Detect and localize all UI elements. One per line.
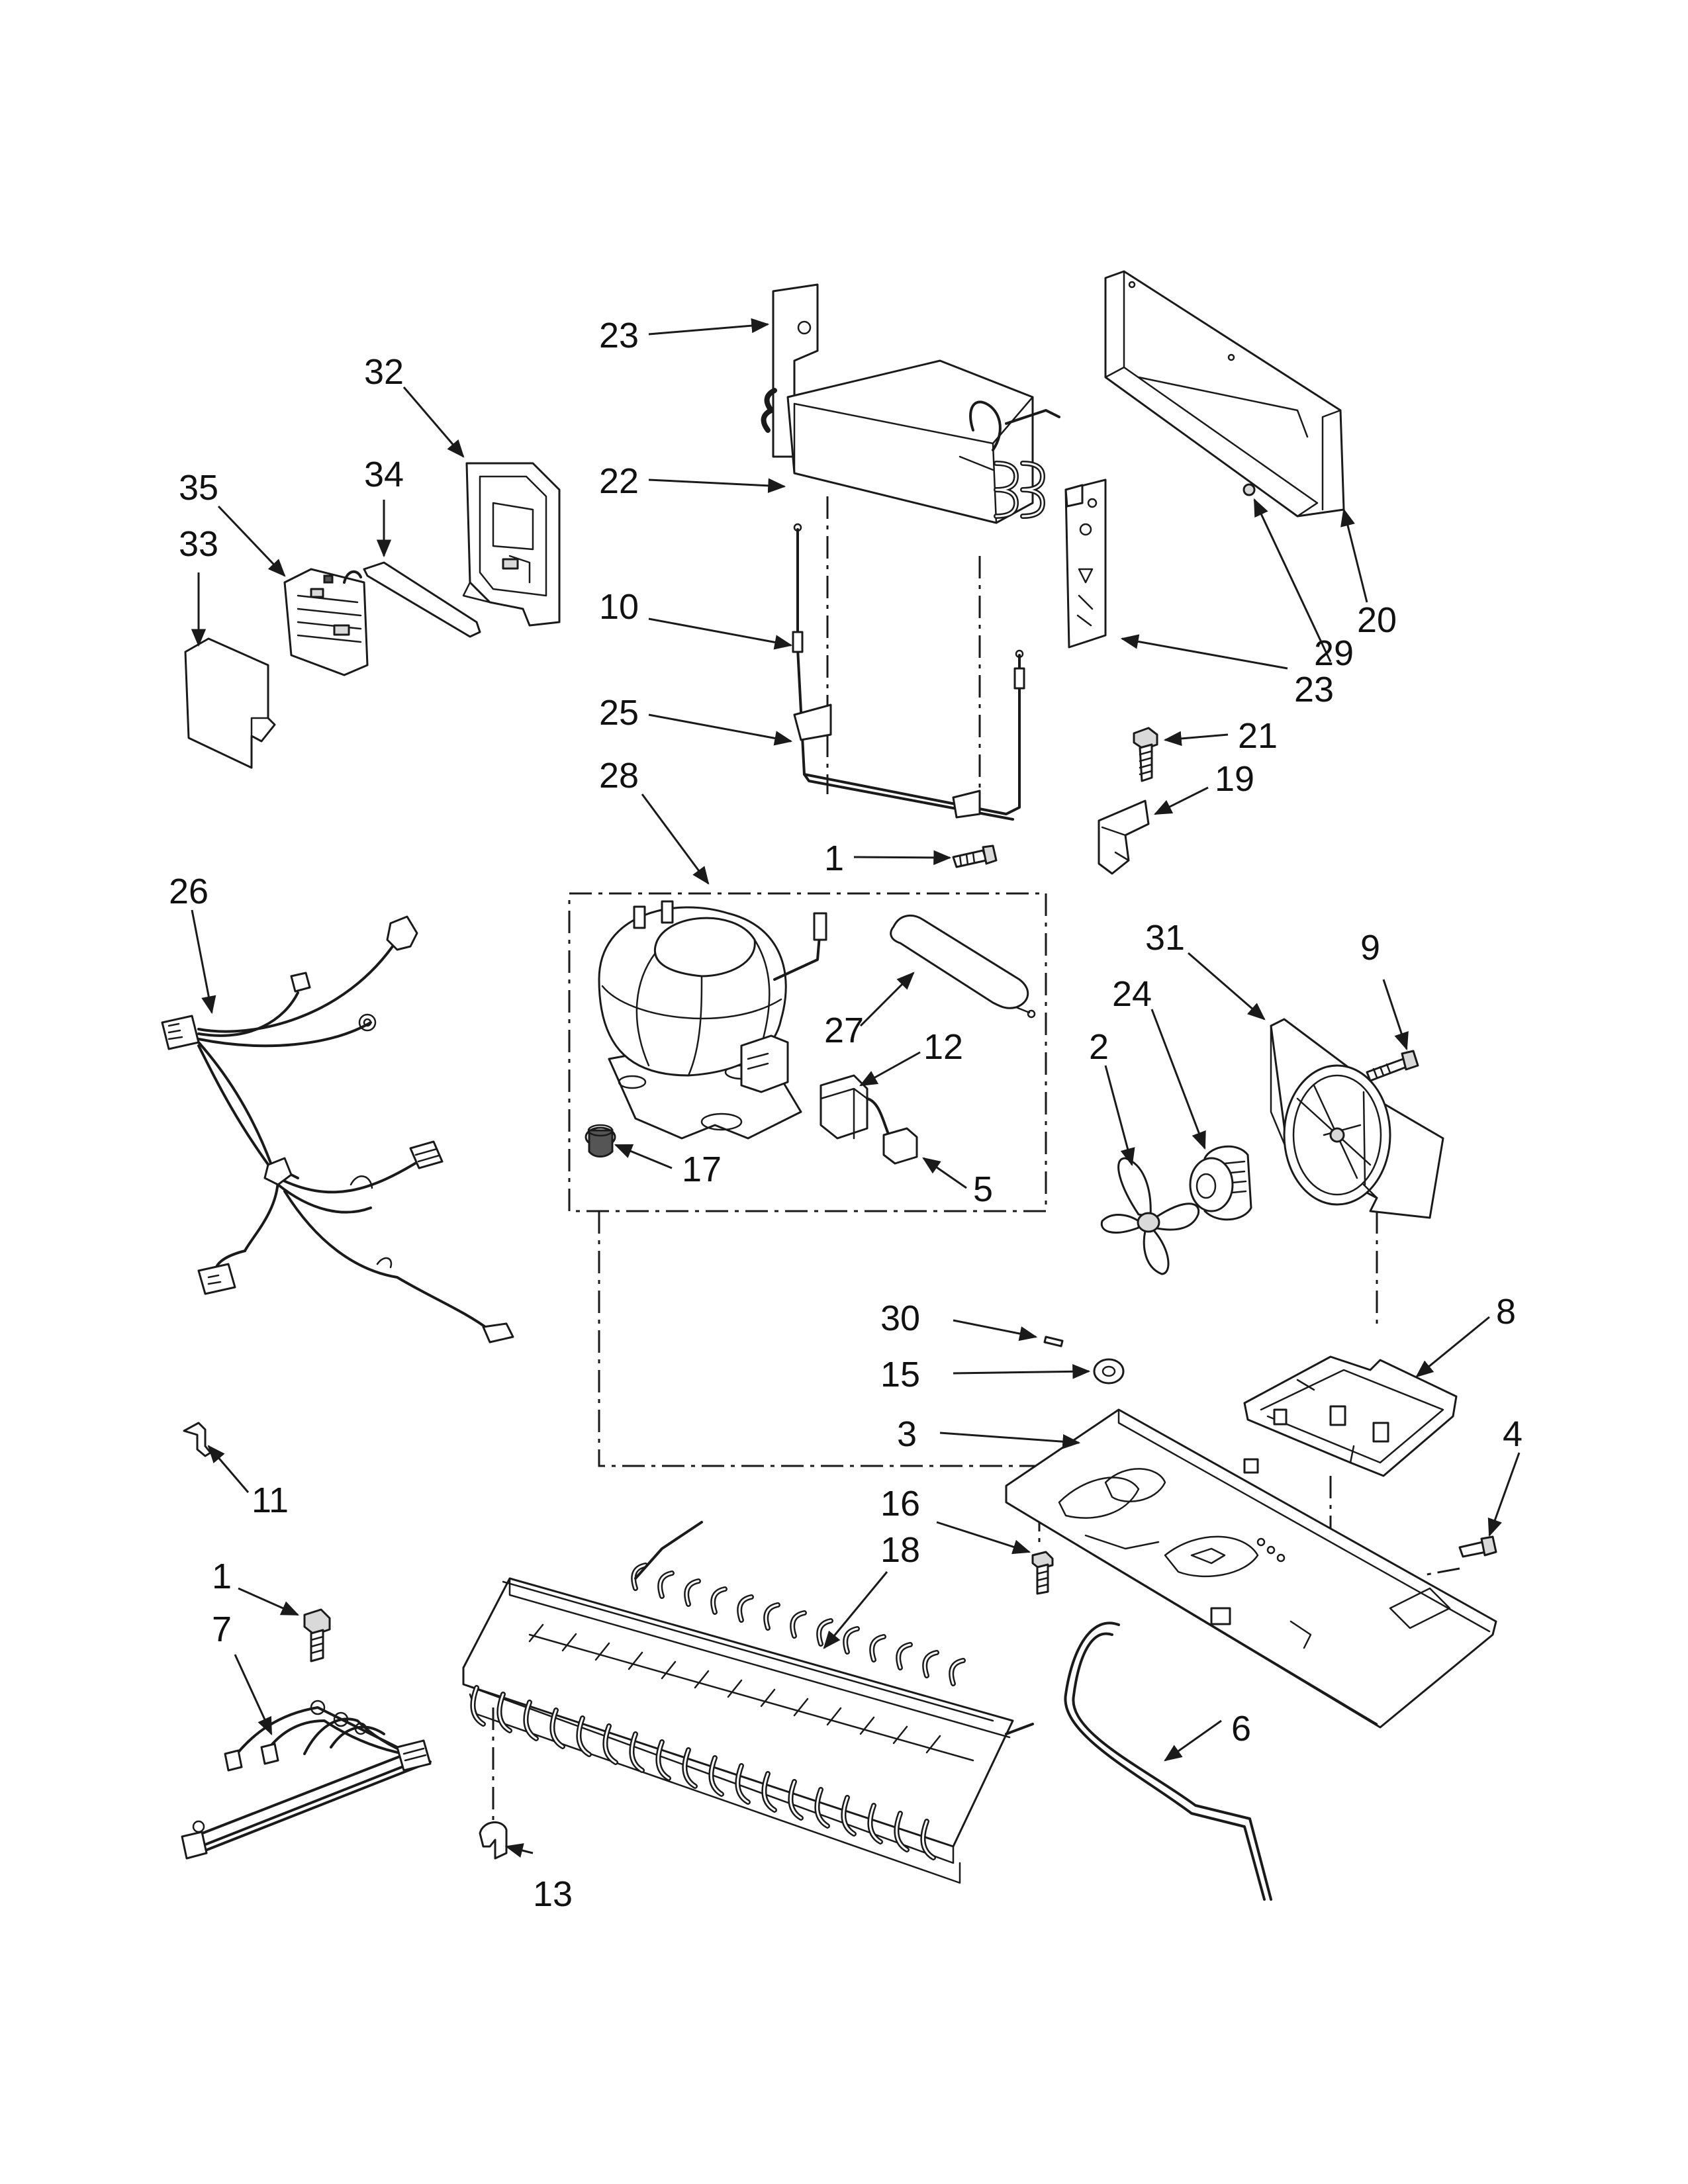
- callout-9: 9: [1360, 928, 1380, 968]
- callout-1-lower: 1: [212, 1557, 232, 1596]
- machine-compartment-base: [1005, 1408, 1497, 1729]
- condenser-coils: [470, 1563, 966, 1860]
- callout-28: 28: [599, 756, 639, 796]
- callout-23-lower: 23: [1294, 670, 1334, 709]
- callout-34: 34: [364, 455, 404, 494]
- callout-10: 10: [599, 587, 639, 627]
- callout-2: 2: [1089, 1027, 1109, 1067]
- callout-20: 20: [1357, 600, 1397, 640]
- clip-11: [183, 1422, 212, 1457]
- compressor-to-base-guide: [598, 1211, 1086, 1467]
- evaporator-cover: [1104, 270, 1345, 518]
- callout-29: 29: [1314, 633, 1354, 673]
- compressor-kit-boundary: [568, 892, 1047, 1212]
- callout-18: 18: [880, 1530, 920, 1570]
- main-wire-harness: [161, 915, 514, 1343]
- callout-15: 15: [880, 1355, 920, 1394]
- evaporator-bracket-left: [772, 283, 819, 458]
- compressor: [598, 900, 827, 1140]
- callout-35: 35: [179, 468, 218, 508]
- condenser: [462, 1521, 1034, 1884]
- callout-19: 19: [1215, 759, 1254, 799]
- callout-25: 25: [599, 693, 639, 733]
- defrost-heater: [792, 523, 1025, 821]
- callout-26: 26: [169, 872, 209, 911]
- fan-bracket: [1243, 1355, 1458, 1477]
- callout-1-upper: 1: [824, 839, 844, 878]
- screw-1-lower: [303, 1608, 331, 1662]
- base-screws: [1031, 1535, 1497, 1595]
- callout-23-upper: 23: [599, 316, 639, 355]
- screw-9: [1366, 1050, 1419, 1082]
- gasket-strip: [363, 561, 481, 638]
- fan-motor-and-blade: [1100, 1145, 1252, 1275]
- callout-16: 16: [880, 1484, 920, 1524]
- fan-shroud: [1270, 1018, 1444, 1219]
- callout-7: 7: [212, 1610, 232, 1649]
- evaporator-bracket-right: [1064, 478, 1107, 649]
- compressor-wire-harness: [181, 1700, 432, 1860]
- callout-13: 13: [533, 1874, 573, 1914]
- screw-and-clip: [1098, 727, 1158, 875]
- screw-1-upper: [952, 844, 998, 868]
- callout-17: 17: [682, 1150, 722, 1189]
- callout-8: 8: [1496, 1292, 1516, 1332]
- callout-11: 11: [252, 1480, 289, 1520]
- callout-labels: 23 22 10 25 28 32 34 35 33 26 20 29 23 2…: [169, 316, 1523, 1914]
- callout-21: 21: [1238, 716, 1278, 756]
- screw-4-guide: [1423, 1567, 1460, 1576]
- callout-27: 27: [824, 1011, 864, 1050]
- callout-32: 32: [364, 352, 404, 392]
- screw-29-shape: [1243, 483, 1256, 496]
- evaporator-assembly: [761, 283, 1060, 524]
- callout-30: 30: [880, 1298, 920, 1338]
- callout-3: 3: [897, 1414, 917, 1454]
- leader-arrows: [191, 318, 1521, 1858]
- callout-6: 6: [1231, 1709, 1251, 1749]
- callout-12: 12: [923, 1027, 963, 1067]
- clip-13: [479, 1821, 508, 1860]
- filter-drier: [890, 914, 1036, 1019]
- board-cover: [184, 637, 276, 769]
- overload-protector: [882, 1127, 918, 1165]
- drain-tube: [1064, 1621, 1272, 1901]
- callout-4: 4: [1503, 1414, 1523, 1454]
- control-electronics: [184, 462, 561, 769]
- start-relay: [585, 1074, 918, 1165]
- callout-33: 33: [179, 524, 218, 564]
- grommet-and-pin: [1043, 1336, 1125, 1385]
- callout-31: 31: [1145, 918, 1185, 958]
- callout-24: 24: [1112, 974, 1152, 1014]
- callout-5: 5: [973, 1169, 993, 1209]
- callout-22: 22: [599, 461, 639, 501]
